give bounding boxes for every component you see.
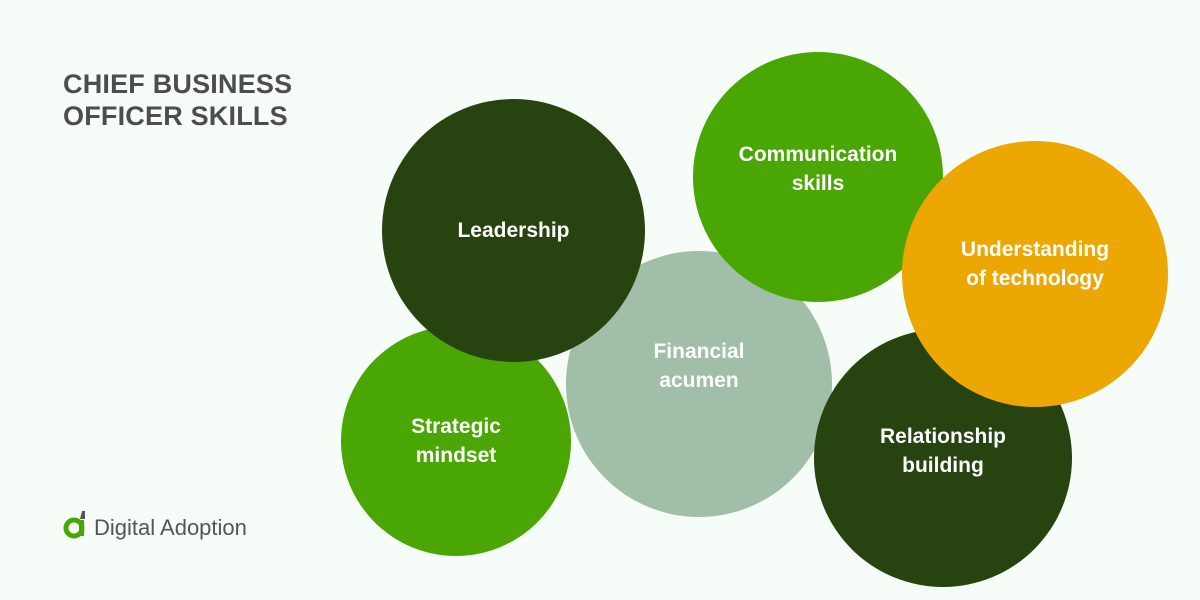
digital-adoption-logo-icon: [62, 510, 90, 545]
skill-label-line-1: Communication: [738, 143, 898, 166]
brand-logo: Digital Adoption: [62, 510, 247, 545]
skill-label-line-1: Strategic: [411, 415, 501, 438]
page-title: CHIEF BUSINESS OFFICER SKILLS: [63, 68, 292, 132]
skill-strategic-mindset: Strategic mindset: [341, 326, 571, 556]
skill-label-line-2: building: [902, 454, 984, 477]
skill-label-line-1: Relationship: [879, 425, 1006, 448]
skill-label-line-2: mindset: [415, 444, 497, 467]
title-line-2: OFFICER SKILLS: [63, 101, 288, 131]
title-line-1: CHIEF BUSINESS: [63, 69, 293, 99]
skill-label-line-2: skills: [791, 172, 845, 195]
skill-label-line-1: Understanding: [960, 238, 1110, 261]
skill-label-line-2: acumen: [659, 369, 739, 392]
skill-label-line-1: Financial: [653, 340, 745, 363]
skill-communication-skills: Communication skills: [693, 52, 943, 302]
skill-label-line-2: of technology: [966, 267, 1104, 290]
skill-understanding-of-technology: Understanding of technology: [902, 141, 1168, 407]
skill-label-line-1: Leadership: [457, 219, 570, 242]
logo-text: Digital Adoption: [94, 514, 247, 540]
skill-leadership: Leadership: [382, 99, 645, 362]
